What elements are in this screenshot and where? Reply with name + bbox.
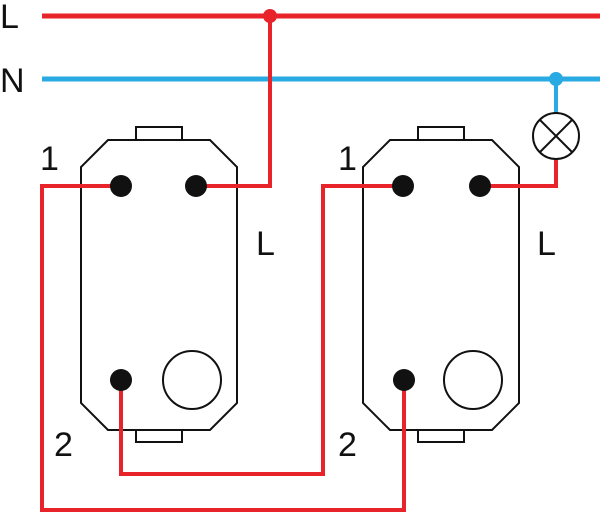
wire-traveler-outer — [40, 184, 406, 512]
lamp — [532, 112, 580, 160]
switch-1-terminal-2 — [110, 369, 132, 391]
switch-1-top-tab — [135, 126, 183, 141]
lamp-cross-b — [539, 119, 573, 153]
wire-traveler-inner — [119, 184, 403, 476]
wire-switch-2-to-lamp — [480, 159, 558, 188]
switch-1-knob — [162, 350, 222, 410]
switch-2-top-tab — [417, 126, 465, 141]
live-junction-dot — [263, 9, 277, 23]
switch-1-terminal-common — [185, 175, 207, 197]
switch-2-knob — [443, 350, 503, 410]
switch-1-common-label: L — [256, 225, 275, 263]
switch-1 — [80, 126, 238, 443]
line-label: L — [0, 0, 19, 36]
switch-2-term-2-label: 2 — [338, 426, 357, 464]
neutral-junction-dot — [549, 72, 563, 86]
switch-1-terminal-1 — [110, 175, 132, 197]
switch-1-term-2-label: 2 — [54, 426, 73, 464]
switch-2-terminal-2 — [393, 369, 415, 391]
neutral-label: N — [0, 62, 25, 100]
switch-2-term-1-label: 1 — [338, 140, 357, 178]
switch-2-terminal-1 — [392, 175, 414, 197]
switch-2-common-label: L — [537, 225, 556, 263]
switch-2-terminal-common — [469, 175, 491, 197]
wire-live-to-switch-1 — [196, 16, 272, 188]
switch-1-term-1-label: 1 — [40, 140, 59, 178]
switch-2 — [362, 126, 520, 443]
